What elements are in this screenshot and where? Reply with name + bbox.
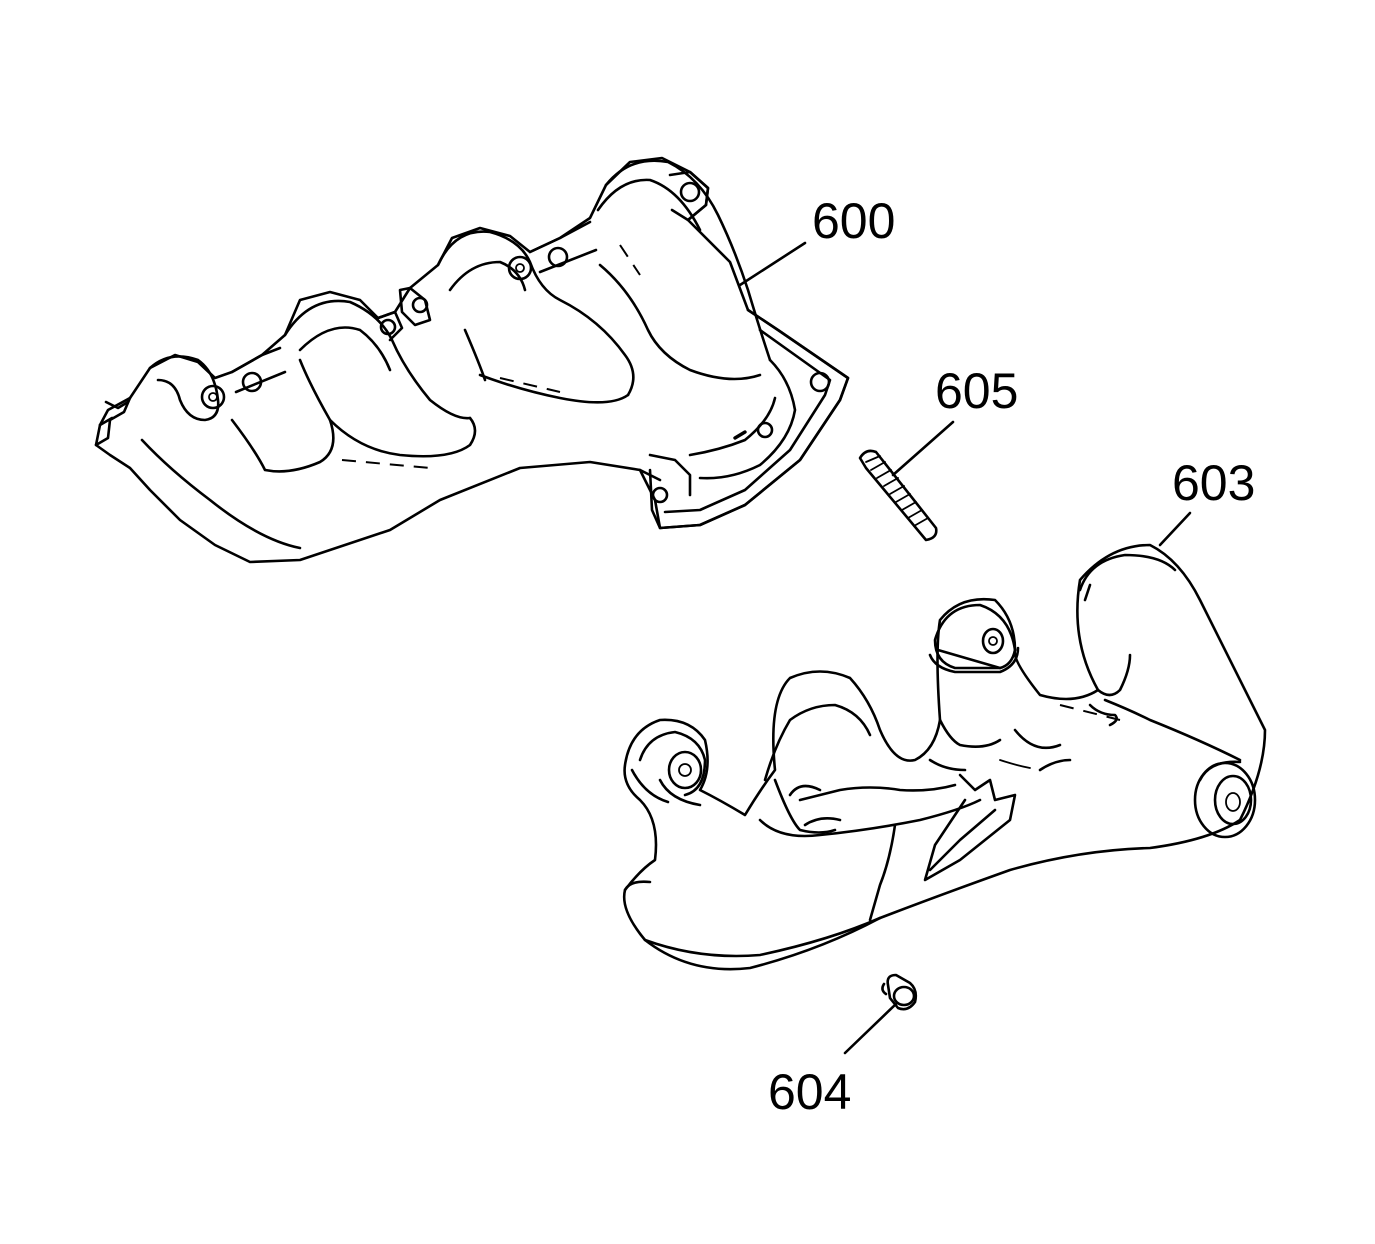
callout-603: 603 xyxy=(1172,455,1256,511)
leader-600 xyxy=(738,241,807,287)
leader-lines xyxy=(738,241,1192,1055)
callout-600: 600 xyxy=(812,193,896,249)
leader-604 xyxy=(843,1001,899,1055)
part-604-bolt xyxy=(881,973,918,1011)
part-603-exhaust-manifold xyxy=(622,543,1267,971)
part-600-heat-shield xyxy=(94,156,850,564)
callout-605: 605 xyxy=(935,363,1019,419)
callout-604: 604 xyxy=(768,1064,852,1120)
leader-603 xyxy=(1158,511,1192,547)
leader-605 xyxy=(891,420,955,477)
part-605-stud xyxy=(858,449,938,542)
